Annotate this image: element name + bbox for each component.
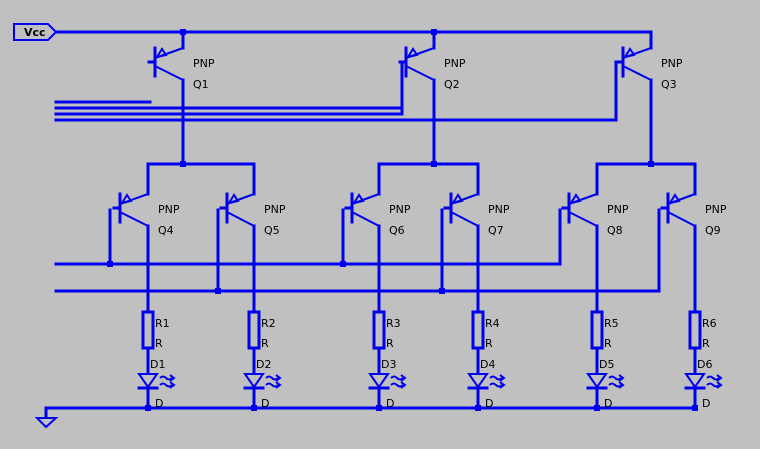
resistor-value-label: R xyxy=(702,337,710,350)
transistor-ref-label: Q9 xyxy=(705,224,721,237)
diode-value-label: D xyxy=(702,397,710,410)
resistor-ref-label: R5 xyxy=(604,317,619,330)
transistor-q4: PNP Q4 xyxy=(112,184,180,256)
diode-value-label: D xyxy=(485,397,493,410)
led-d3: D3D xyxy=(368,358,407,411)
vcc-flag: Vcc xyxy=(13,23,58,41)
resistor-r2: R2R xyxy=(247,252,276,376)
transistor-ref-label: Q4 xyxy=(158,224,174,237)
resistor-r3: R3R xyxy=(372,252,401,376)
transistor-type-label: PNP xyxy=(488,203,510,216)
wiring xyxy=(44,30,697,420)
resistor-value-label: R xyxy=(604,337,612,350)
transistor-q1: PNP Q1 xyxy=(147,38,215,110)
diode-value-label: D xyxy=(155,397,163,410)
transistor-type-label: PNP xyxy=(158,203,180,216)
resistor-r4: R4R xyxy=(471,252,500,376)
transistor-ref-label: Q3 xyxy=(661,78,677,91)
diode-value-label: D xyxy=(604,397,612,410)
transistor-q6: PNP Q6 xyxy=(344,184,411,256)
transistor-type-label: PNP xyxy=(607,203,629,216)
diode-ref-label: D2 xyxy=(256,358,271,371)
transistor-q2: PNP Q2 xyxy=(398,38,466,110)
transistor-q3: PNP Q3 xyxy=(615,38,683,110)
diode-ref-label: D5 xyxy=(599,358,614,371)
led-d2: D2D xyxy=(243,358,282,411)
transistor-type-label: PNP xyxy=(193,57,215,70)
ground-symbol xyxy=(34,417,59,429)
transistor-type-label: PNP xyxy=(444,57,466,70)
transistor-ref-label: Q1 xyxy=(193,78,209,91)
led-d1: D1D xyxy=(137,358,176,411)
resistor-ref-label: R6 xyxy=(702,317,717,330)
resistor-ref-label: R2 xyxy=(261,317,276,330)
diode-ref-label: D1 xyxy=(150,358,165,371)
resistor-ref-label: R4 xyxy=(485,317,500,330)
transistor-type-label: PNP xyxy=(705,203,727,216)
resistor-r5: R5R xyxy=(590,252,619,376)
transistor-ref-label: Q5 xyxy=(264,224,280,237)
diode-ref-label: D3 xyxy=(381,358,396,371)
transistor-q9: PNP Q9 xyxy=(660,184,727,256)
resistor-value-label: R xyxy=(485,337,493,350)
resistor-ref-label: R3 xyxy=(386,317,401,330)
transistor-type-label: PNP xyxy=(661,57,683,70)
led-d6: D6D xyxy=(684,358,723,411)
transistor-type-label: PNP xyxy=(389,203,411,216)
vcc-label: Vcc xyxy=(24,26,46,39)
led-d5: D5D xyxy=(586,358,625,411)
resistor-value-label: R xyxy=(261,337,269,350)
led-d4: D4D xyxy=(467,358,506,411)
transistor-ref-label: Q7 xyxy=(488,224,504,237)
resistor-value-label: R xyxy=(386,337,394,350)
transistor-q7: PNP Q7 xyxy=(443,184,510,256)
diode-ref-label: D4 xyxy=(480,358,495,371)
diode-ref-label: D6 xyxy=(697,358,712,371)
transistor-type-label: PNP xyxy=(264,203,286,216)
transistor-ref-label: Q8 xyxy=(607,224,623,237)
resistor-value-label: R xyxy=(155,337,163,350)
transistor-ref-label: Q6 xyxy=(389,224,405,237)
transistor-ref-label: Q2 xyxy=(444,78,460,91)
junctions xyxy=(107,29,654,294)
resistor-r1: R1R xyxy=(141,252,170,376)
diode-value-label: D xyxy=(386,397,394,410)
resistor-r6: R6R xyxy=(688,252,717,376)
diode-value-label: D xyxy=(261,397,269,410)
transistor-q8: PNP Q8 xyxy=(561,184,629,256)
transistor-q5: PNP Q5 xyxy=(219,184,286,256)
resistor-ref-label: R1 xyxy=(155,317,170,330)
